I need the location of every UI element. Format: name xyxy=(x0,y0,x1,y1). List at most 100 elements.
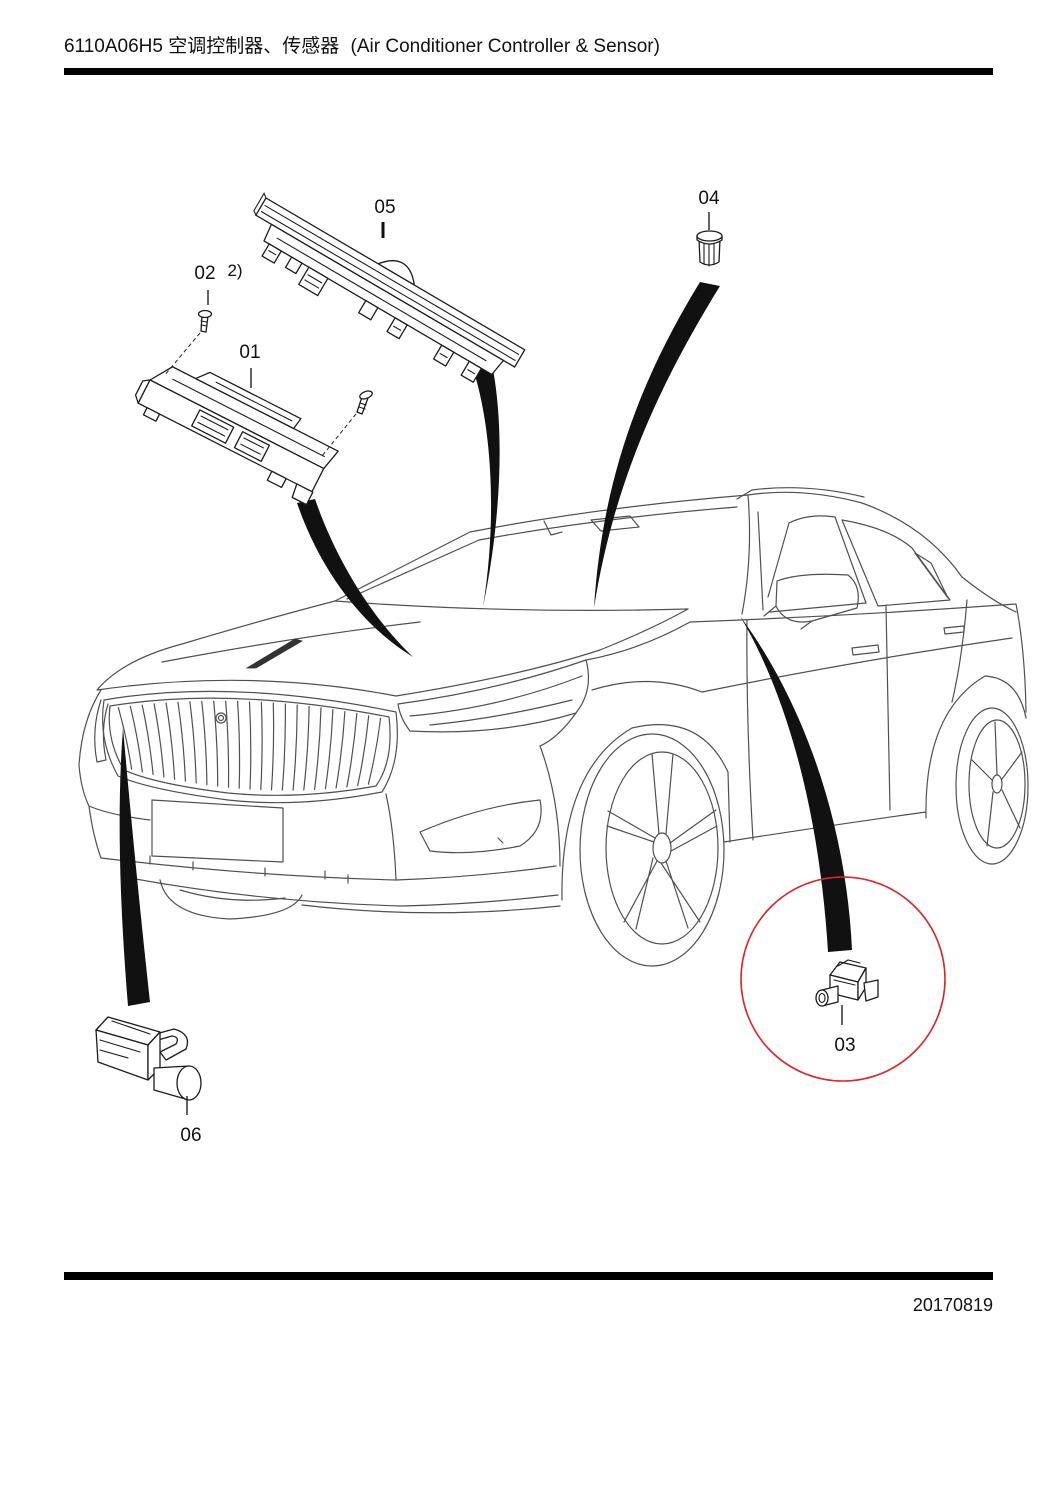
title-chinese: 空调控制器、传感器 xyxy=(168,36,340,57)
grille-slat xyxy=(281,703,286,791)
controller-top-line xyxy=(172,378,325,458)
car-headlight-left xyxy=(94,699,109,763)
part-02-screws xyxy=(163,309,373,457)
callouts: 05 04 02 2) 01 03 06 xyxy=(180,188,855,1146)
sensor-03-tab xyxy=(863,979,879,1002)
grille-slat xyxy=(225,700,230,788)
leader-wedge-03 xyxy=(740,616,852,952)
part-03-sensor xyxy=(815,959,879,1007)
screw-lower-axis xyxy=(321,413,357,457)
callout-06[interactable]: 06 xyxy=(180,1125,201,1146)
panel-clip-details xyxy=(268,250,476,375)
car-underbody xyxy=(301,904,561,914)
controller-socket-details xyxy=(197,415,265,455)
leader-wedge-04 xyxy=(594,282,720,608)
car-roof xyxy=(736,487,1017,613)
controller-raised-block xyxy=(194,371,302,430)
grille-slat xyxy=(213,700,219,787)
footer-rule xyxy=(64,1272,993,1280)
car-hood xyxy=(96,600,689,697)
car-side-mirror xyxy=(763,573,859,630)
screw-upper-threads xyxy=(200,320,208,327)
callout-05[interactable]: 05 xyxy=(374,197,395,218)
car-side-windows xyxy=(757,511,951,613)
leader-wedge-05 xyxy=(474,364,500,607)
title-english: (Air Conditioner Controller & Sensor) xyxy=(350,36,660,57)
sensor-04-top xyxy=(696,230,723,242)
callout-01[interactable]: 01 xyxy=(239,342,260,363)
rear-hub xyxy=(991,774,1003,794)
car-front-bumper xyxy=(78,689,561,907)
grille-badge xyxy=(215,712,227,724)
car-fog-lamp-area xyxy=(419,799,542,854)
part-06-sensor xyxy=(95,1016,202,1101)
car-headlight-right xyxy=(397,659,589,733)
grille-slat xyxy=(303,705,310,791)
grille-slat xyxy=(189,701,197,784)
grille-slat xyxy=(357,715,370,787)
page-header-title: 6110A06H5 空调控制器、传感器 (Air Conditioner Con… xyxy=(64,36,660,58)
grille-slat xyxy=(129,705,143,773)
grille-slat xyxy=(270,702,275,791)
sensor-06-clip xyxy=(155,1028,189,1061)
grille-slat xyxy=(260,701,263,791)
callout-04[interactable]: 04 xyxy=(698,188,720,209)
grille-slat xyxy=(165,702,176,780)
car-front-wheel xyxy=(579,733,725,967)
callout-02-note: 2) xyxy=(227,261,242,280)
front-rim xyxy=(605,751,719,945)
grille-slat xyxy=(141,704,154,776)
part-05-control-panel xyxy=(253,192,526,383)
grille-slat xyxy=(292,704,298,791)
grille-outer-frame xyxy=(102,690,398,804)
grille-slat xyxy=(324,709,334,790)
panel-housing-line xyxy=(276,237,487,362)
car-front-fender xyxy=(539,621,703,747)
footer-date: 20170819 xyxy=(912,1295,993,1315)
location-leaders xyxy=(119,282,852,1006)
grille-slat xyxy=(248,701,252,790)
part-04-sensor xyxy=(696,230,723,267)
car-illustration xyxy=(78,487,1029,967)
callout-02[interactable]: 02 xyxy=(194,263,215,284)
part-01-controller xyxy=(134,366,339,506)
leader-wedge-01 xyxy=(297,499,413,657)
sensor-03-details xyxy=(833,959,861,986)
controller-brackets xyxy=(142,407,314,506)
grille-slats xyxy=(117,700,382,791)
car-rear-wheel xyxy=(955,707,1029,865)
screw-upper-head xyxy=(197,309,213,319)
car-front-wheel-arch xyxy=(561,724,731,901)
car-grille xyxy=(102,690,398,804)
grille-slat xyxy=(117,707,133,770)
grille-slat xyxy=(153,703,165,778)
sensor-06-grooves xyxy=(99,1020,151,1059)
sensor-03-nose-inner xyxy=(818,992,826,1004)
car-rear-wheel-arch xyxy=(925,675,1027,819)
sensor-06-probe-end xyxy=(176,1065,202,1101)
grille-slat xyxy=(201,700,208,786)
callout-03[interactable]: 03 xyxy=(834,1035,855,1056)
grille-slat xyxy=(237,700,241,789)
car-license-plate xyxy=(151,799,284,863)
car-hood-emblem xyxy=(245,638,304,669)
rear-rim xyxy=(968,719,1026,849)
panel-bezel xyxy=(255,197,526,368)
rear-wheel-spokes xyxy=(971,721,1023,847)
leader-wedge-06 xyxy=(119,728,150,1006)
car-door-handles xyxy=(851,625,965,656)
front-hub xyxy=(652,832,672,864)
highlight-circle-03 xyxy=(740,876,946,1082)
panel-clips xyxy=(261,243,483,383)
front-tire xyxy=(579,733,725,967)
panel-housing xyxy=(263,223,505,376)
screw-upper-axis xyxy=(163,332,201,377)
panel-bezel-lines xyxy=(253,192,520,361)
grille-slat xyxy=(346,712,358,788)
part-code: 6110A06H5 xyxy=(64,36,163,57)
screw-lower-threads xyxy=(358,402,367,410)
grille-slat xyxy=(367,717,382,785)
screw-lower-head xyxy=(359,390,373,400)
car-parking-sensors xyxy=(149,855,349,884)
front-wheel-spokes xyxy=(606,753,718,930)
